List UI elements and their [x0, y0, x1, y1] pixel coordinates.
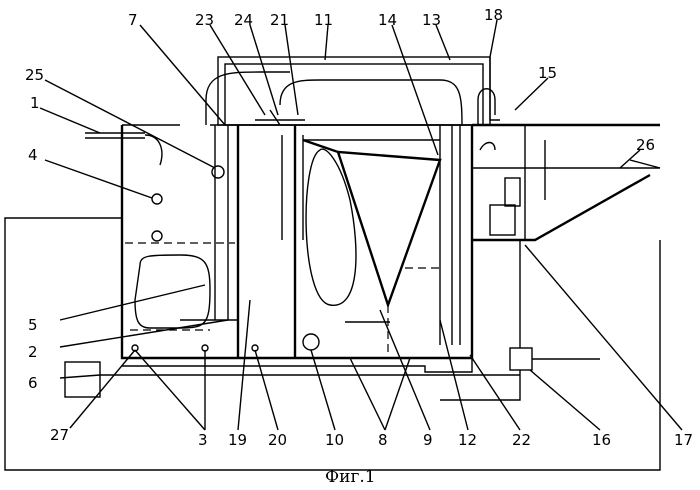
label-22: 22 [512, 431, 531, 449]
label-10: 10 [325, 431, 344, 449]
label-2: 2 [28, 343, 38, 361]
label-20: 20 [268, 431, 287, 449]
label-7: 7 [128, 11, 138, 29]
label-16: 16 [592, 431, 611, 449]
label-27: 27 [50, 426, 69, 444]
label-13: 13 [422, 11, 441, 29]
label-4: 4 [28, 146, 38, 164]
label-3: 3 [198, 431, 208, 449]
label-12: 12 [458, 431, 477, 449]
label-19: 19 [228, 431, 247, 449]
label-9: 9 [423, 431, 433, 449]
label-17: 17 [674, 431, 693, 449]
left-chamber [85, 133, 319, 351]
label-21: 21 [270, 11, 289, 29]
label-8: 8 [378, 431, 388, 449]
right-tray [472, 125, 660, 240]
label-5: 5 [28, 316, 38, 334]
label-23: 23 [195, 11, 214, 29]
main-tank [100, 125, 520, 375]
label-25: 25 [25, 66, 44, 84]
label-11: 11 [314, 11, 333, 29]
label-24: 24 [234, 11, 253, 29]
label-14: 14 [378, 11, 397, 29]
label-1: 1 [30, 94, 40, 112]
label-26: 26 [636, 136, 655, 154]
settler-cone [303, 140, 440, 358]
label-6: 6 [28, 374, 38, 392]
figure-caption: Фиг.1 [325, 467, 376, 487]
label-15: 15 [538, 64, 557, 82]
label-18: 18 [484, 6, 503, 24]
partitions [180, 125, 460, 358]
part-labels: 1 4 25 7 23 24 21 11 14 13 18 15 26 5 2 … [25, 6, 693, 487]
